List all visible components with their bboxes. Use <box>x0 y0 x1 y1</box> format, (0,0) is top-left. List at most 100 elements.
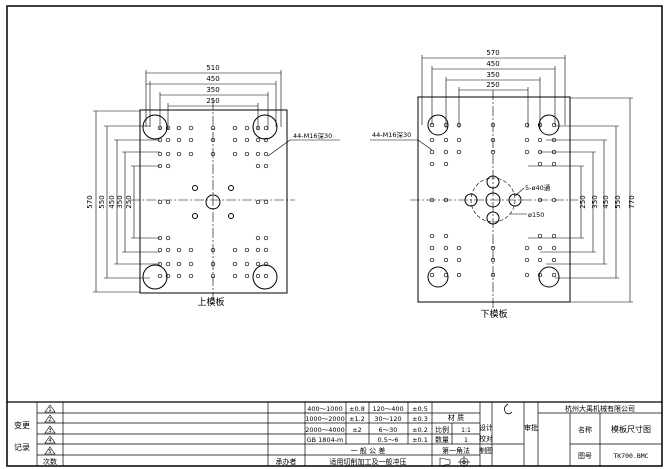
tapped-hole <box>165 273 171 279</box>
drawing-no-label: 图号 <box>578 452 592 460</box>
lower-dim-550-v: 550 <box>614 195 622 208</box>
lower-top-dimensions <box>421 55 566 128</box>
tapped-hole <box>537 137 543 143</box>
qty-value: 1 <box>464 437 468 444</box>
tie-bar-circle <box>538 114 560 136</box>
tapped-hole <box>456 257 462 263</box>
tol-standard: GB 1804-m <box>307 436 344 444</box>
tapped-hole <box>232 273 238 279</box>
scale-label: 比例 <box>435 425 449 434</box>
lower-right-dimensions <box>528 97 633 303</box>
tapped-hole <box>232 125 238 131</box>
tol-value: ±0.2 <box>412 426 428 434</box>
tol-range: 120～400 <box>372 405 403 413</box>
lower-tapped-holes <box>429 122 557 278</box>
tapped-hole <box>456 272 462 278</box>
rev-mark: 2 <box>48 417 51 423</box>
tapped-hole <box>157 151 163 157</box>
tapped-hole <box>490 122 496 128</box>
tol-value: ±1.2 <box>349 415 365 423</box>
rev-mark: 3 <box>48 428 51 434</box>
title-block <box>7 401 662 466</box>
tapped-hole <box>443 257 449 263</box>
tapped-hole <box>255 247 261 253</box>
lower-dim-250-v: 250 <box>579 195 587 208</box>
tapped-hole <box>524 137 530 143</box>
tol-range: 2000～4000 <box>305 426 345 434</box>
tie-bar-circle <box>252 264 278 290</box>
upper-dim-450: 450 <box>206 75 219 83</box>
tapped-hole <box>551 161 557 167</box>
tapped-hole <box>176 151 182 157</box>
tapped-hole <box>551 245 557 251</box>
ejector-hole <box>464 193 478 207</box>
tapped-hole <box>429 161 435 167</box>
tapped-hole <box>255 261 261 267</box>
upper-dim-510: 510 <box>206 64 219 72</box>
upper-thread-leader <box>267 139 291 157</box>
tapped-hole <box>165 151 171 157</box>
ejector-hole <box>486 175 500 189</box>
tol-value: ±0.5 <box>412 405 428 413</box>
tapped-hole <box>232 151 238 157</box>
tapped-hole <box>490 257 496 263</box>
rev-mark: 1 <box>48 407 51 413</box>
upper-dim-250: 250 <box>206 97 219 105</box>
check-label: 校对 <box>479 434 493 443</box>
tapped-hole <box>443 272 449 278</box>
tapped-hole <box>244 247 250 253</box>
tie-bar-circle <box>142 264 168 290</box>
tapped-hole <box>176 261 182 267</box>
tapped-hole <box>157 199 163 205</box>
draw-label: 制图 <box>479 446 493 455</box>
tapped-hole <box>165 235 171 241</box>
name-value: 模板尺寸图 <box>611 424 651 434</box>
tol-value: ±0.3 <box>412 415 428 423</box>
tapped-hole <box>429 233 435 239</box>
tapped-hole <box>176 273 182 279</box>
upper-plate-view <box>130 100 295 300</box>
lower-plate-view <box>410 90 578 310</box>
tapped-hole <box>443 137 449 143</box>
ejector-hole <box>485 192 501 208</box>
upper-dim-450-v: 450 <box>108 195 116 208</box>
tapped-hole <box>443 233 449 239</box>
tapped-hole <box>165 199 171 205</box>
rev-mark: 5 <box>48 449 51 455</box>
drawing-no-value: TK700.BMC <box>613 452 648 460</box>
tapped-hole <box>255 137 261 143</box>
tapped-hole <box>443 161 449 167</box>
tol-range: 400～1000 <box>307 405 342 413</box>
tapped-hole <box>244 137 250 143</box>
tapped-hole <box>537 197 543 203</box>
tapped-hole <box>551 197 557 203</box>
tie-bar-circle <box>427 266 449 288</box>
projection-label: 第一角法 <box>442 446 470 455</box>
design-label: 设计 <box>479 423 493 432</box>
tapped-hole <box>524 257 530 263</box>
tol-value: ±0.1 <box>412 436 428 444</box>
lower-dim-350-v: 350 <box>591 195 599 208</box>
lower-dim-450: 450 <box>486 60 499 68</box>
tapped-hole <box>524 149 530 155</box>
tapped-hole <box>429 197 435 203</box>
tol-value: ±0.8 <box>349 405 365 413</box>
tapped-hole <box>263 235 269 241</box>
tapped-hole <box>537 233 543 239</box>
lower-thread-note: 44-M16深30 <box>372 130 411 139</box>
tapped-hole <box>429 149 435 155</box>
tapped-hole <box>244 151 250 157</box>
tapped-hole <box>188 273 194 279</box>
lower-plate-caption: 下模板 <box>480 308 507 320</box>
approver-label: 承办者 <box>276 457 297 466</box>
tapped-hole <box>263 125 269 131</box>
tapped-hole <box>255 235 261 241</box>
tapped-hole <box>537 161 543 167</box>
lower-dim-350: 350 <box>486 71 499 79</box>
tapped-hole <box>456 149 462 155</box>
tapped-hole <box>537 245 543 251</box>
pcd-circle <box>470 177 516 223</box>
tapped-hole <box>490 149 496 155</box>
tapped-hole <box>210 273 216 279</box>
tapped-hole <box>157 273 163 279</box>
